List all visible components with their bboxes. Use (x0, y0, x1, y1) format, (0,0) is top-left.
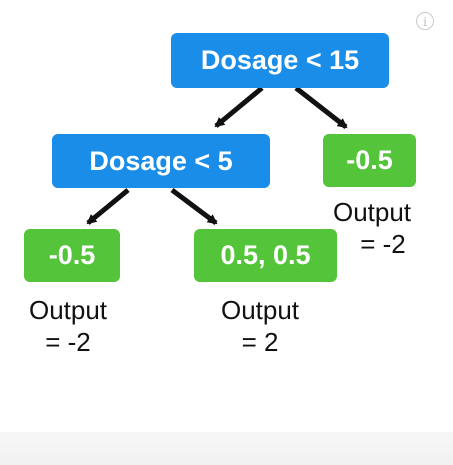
middle-leaf-output: Output = 2 (204, 294, 316, 358)
middle-leaf-node: 0.5, 0.5 (194, 229, 337, 282)
right-leaf-node: -0.5 (323, 134, 416, 187)
info-icon[interactable]: i (416, 12, 434, 30)
output-label: Output (332, 197, 412, 227)
output-value: = -2 (45, 327, 91, 357)
left-leaf-node: -0.5 (24, 229, 120, 282)
edge-left-split-to-left-leaf (86, 188, 130, 225)
left-leaf-output: Output = -2 (12, 294, 124, 358)
left-split-node: Dosage < 5 (52, 134, 270, 188)
edge-root-to-left-split (214, 86, 264, 128)
root-split-node: Dosage < 15 (171, 33, 389, 88)
edge-left-split-to-middle-leaf (170, 188, 218, 225)
output-label: Output (220, 295, 300, 325)
right-leaf-output: Output = -2 (316, 196, 428, 260)
output-value: = 2 (241, 327, 279, 357)
output-label: Output (28, 295, 108, 325)
bottom-bar (0, 432, 453, 465)
output-value: = -2 (360, 229, 406, 259)
edge-root-to-right-leaf (294, 86, 348, 129)
